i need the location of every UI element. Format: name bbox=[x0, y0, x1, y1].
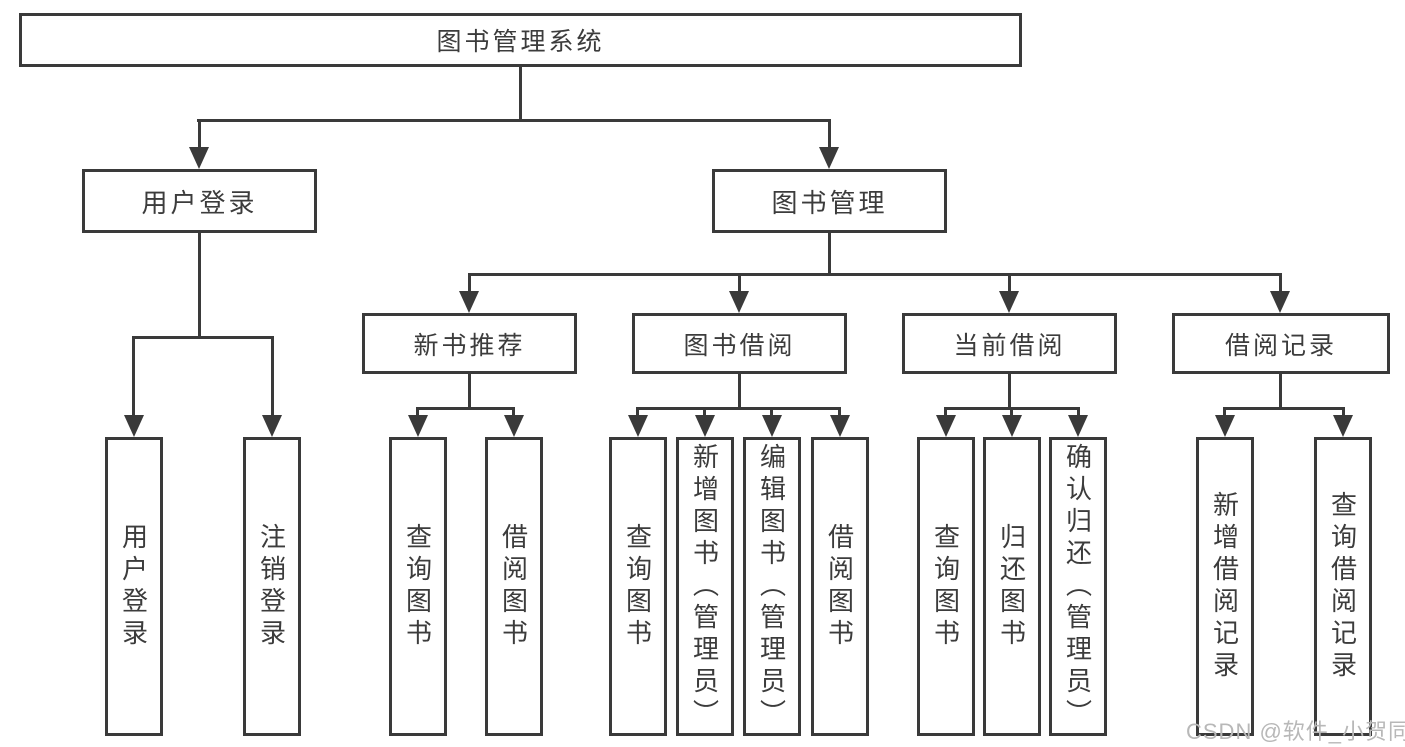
node-root-system: 图书管理系统 bbox=[19, 13, 1022, 67]
connector-login-rail bbox=[132, 336, 274, 339]
connector-login-stem bbox=[198, 233, 201, 336]
leaf-logout: 注销登录 bbox=[243, 437, 301, 736]
leaf-new-query-book: 查询图书 bbox=[389, 437, 447, 736]
connector-borrow-drop-3 bbox=[770, 407, 773, 415]
connector-records-rail bbox=[1223, 407, 1345, 410]
connector-records-stem bbox=[1279, 374, 1282, 407]
arrow-down-icon bbox=[1215, 415, 1235, 437]
watermark-text: CSDN @软件_小贺同学 bbox=[1186, 719, 1405, 744]
connector-borrow-drop-1 bbox=[636, 407, 639, 415]
connector-mgmt-drop-1 bbox=[468, 273, 471, 291]
arrow-down-icon bbox=[504, 415, 524, 437]
leaf-records-add-record: 新增借阅记录 bbox=[1196, 437, 1254, 736]
connector-borrow-stem bbox=[738, 374, 741, 407]
arrow-down-icon bbox=[628, 415, 648, 437]
connector-records-drop-2 bbox=[1342, 407, 1345, 415]
arrow-down-icon bbox=[1333, 415, 1353, 437]
leaf-borrow-borrow-book: 借阅图书 bbox=[811, 437, 869, 736]
arrow-down-icon bbox=[1068, 415, 1088, 437]
connector-new-stem bbox=[468, 374, 471, 407]
leaf-new-borrow-book: 借阅图书 bbox=[485, 437, 543, 736]
connector-mgmt-drop-4 bbox=[1279, 273, 1282, 291]
arrow-down-icon bbox=[729, 291, 749, 313]
leaf-borrow-edit-book-admin: 编辑图书（管理员） bbox=[743, 437, 801, 736]
arrow-down-icon bbox=[999, 291, 1019, 313]
arrow-down-icon bbox=[124, 415, 144, 437]
connector-new-drop-1 bbox=[416, 407, 419, 415]
connector-current-drop-1 bbox=[944, 407, 947, 415]
connector-current-drop-3 bbox=[1077, 407, 1080, 415]
leaf-borrow-query-book: 查询图书 bbox=[609, 437, 667, 736]
connector-root-drop-left bbox=[198, 119, 201, 147]
connector-root-stem bbox=[519, 67, 522, 119]
leaf-borrow-add-book-admin: 新增图书（管理员） bbox=[676, 437, 734, 736]
leaf-current-return-book: 归还图书 bbox=[983, 437, 1041, 736]
connector-current-drop-2 bbox=[1010, 407, 1013, 415]
connector-new-rail bbox=[416, 407, 515, 410]
arrow-down-icon bbox=[936, 415, 956, 437]
connector-mgmt-stem bbox=[828, 233, 831, 273]
arrow-down-icon bbox=[695, 415, 715, 437]
arrow-down-icon bbox=[819, 147, 839, 169]
node-user-login: 用户登录 bbox=[82, 169, 317, 233]
node-borrowing-records: 借阅记录 bbox=[1172, 313, 1390, 374]
connector-new-drop-2 bbox=[512, 407, 515, 415]
connector-borrow-rail bbox=[636, 407, 841, 410]
leaf-current-confirm-return-admin: 确认归还（管理员） bbox=[1049, 437, 1107, 736]
connector-root-rail bbox=[197, 119, 831, 122]
connector-current-stem bbox=[1008, 374, 1011, 407]
arrow-down-icon bbox=[459, 291, 479, 313]
arrow-down-icon bbox=[189, 147, 209, 169]
connector-borrow-drop-2 bbox=[703, 407, 706, 415]
arrow-down-icon bbox=[762, 415, 782, 437]
connector-mgmt-rail bbox=[468, 273, 1282, 276]
node-book-borrowing: 图书借阅 bbox=[632, 313, 847, 374]
leaf-records-query-record: 查询借阅记录 bbox=[1314, 437, 1372, 736]
connector-borrow-drop-4 bbox=[838, 407, 841, 415]
arrow-down-icon bbox=[262, 415, 282, 437]
arrow-down-icon bbox=[830, 415, 850, 437]
connector-records-drop-1 bbox=[1223, 407, 1226, 415]
node-current-borrowing: 当前借阅 bbox=[902, 313, 1117, 374]
arrow-down-icon bbox=[1002, 415, 1022, 437]
connector-root-drop-right bbox=[828, 119, 831, 147]
arrow-down-icon bbox=[408, 415, 428, 437]
leaf-current-query-book: 查询图书 bbox=[917, 437, 975, 736]
node-new-book-recommend: 新书推荐 bbox=[362, 313, 577, 374]
leaf-user-login: 用户登录 bbox=[105, 437, 163, 736]
connector-login-drop-1 bbox=[132, 336, 135, 415]
node-book-management: 图书管理 bbox=[712, 169, 947, 233]
connector-mgmt-drop-2 bbox=[738, 273, 741, 291]
arrow-down-icon bbox=[1270, 291, 1290, 313]
connector-mgmt-drop-3 bbox=[1008, 273, 1011, 291]
connector-login-drop-2 bbox=[271, 336, 274, 415]
